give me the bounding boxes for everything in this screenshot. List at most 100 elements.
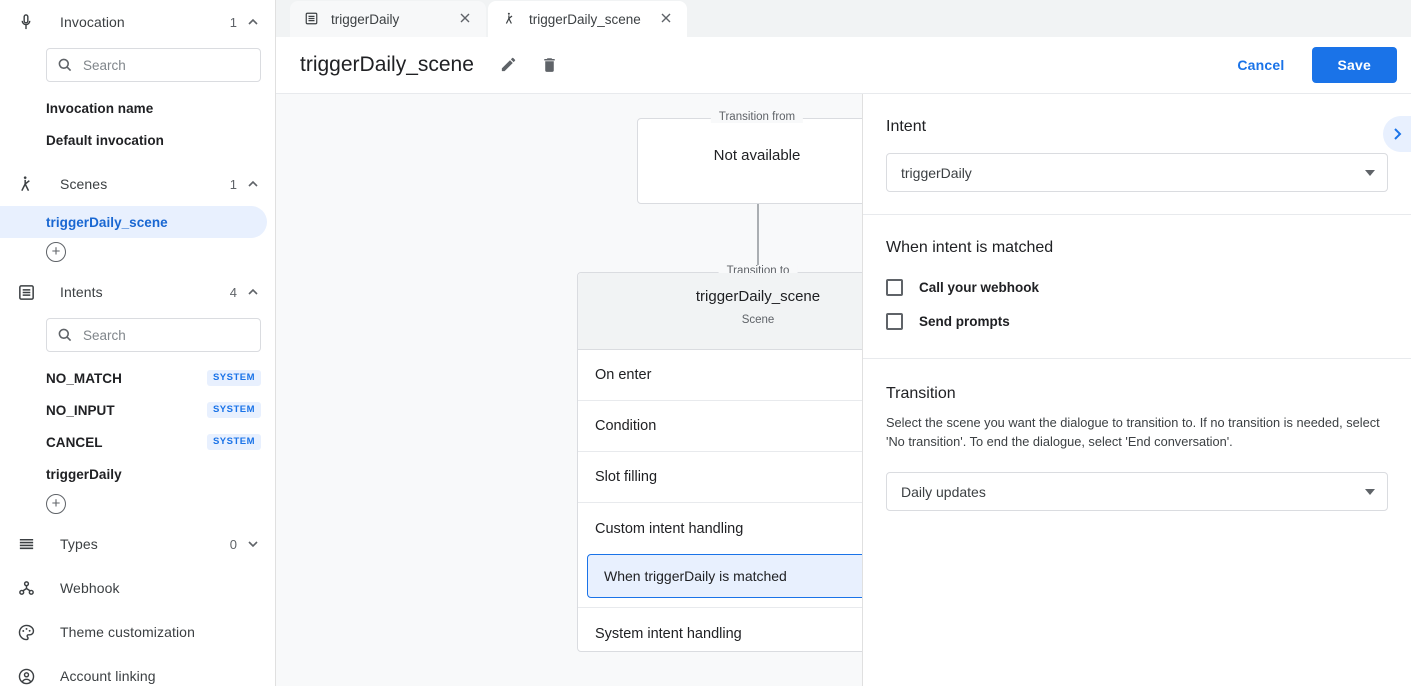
status-badge: SYSTEM [206, 370, 261, 386]
sidebar-item-label: NO_INPUT [46, 402, 115, 418]
intents-search-input[interactable] [83, 327, 260, 343]
sidebar-section-types[interactable]: Types 0 [0, 522, 275, 566]
transition-from-legend: Transition from [710, 111, 804, 123]
scene-row-label: Slot filling [595, 469, 658, 485]
sidebar-section-invocation[interactable]: Invocation 1 [0, 0, 275, 44]
scene-row-condition[interactable]: Condition [578, 401, 862, 452]
sidebar-section-label: Intents [60, 284, 103, 300]
palette-icon [14, 620, 38, 644]
scenes-icon [14, 172, 38, 196]
status-badge: SYSTEM [206, 402, 261, 418]
scene-row-system-intent-handling[interactable]: System intent handling [578, 608, 862, 659]
sidebar-section-count: 1 [229, 14, 237, 30]
sidebar-item-triggerdaily-scene[interactable]: triggerDaily_scene [0, 206, 267, 238]
tab-bar: triggerDaily triggerDaily_scene [276, 0, 1411, 37]
sidebar-item-cancel[interactable]: CANCEL SYSTEM [0, 426, 275, 458]
scene-row-label: System intent handling [595, 625, 742, 642]
sidebar-section-count: 4 [229, 284, 237, 300]
add-scene-row: + [0, 238, 275, 270]
scene-row-label: Custom intent handling [595, 520, 744, 537]
sidebar-section-label: Types [60, 536, 98, 552]
sidebar-item-account-linking[interactable]: Account linking [0, 654, 275, 686]
tab-triggerdaily-scene[interactable]: triggerDaily_scene [488, 1, 687, 37]
transition-select-value: Daily updates [901, 483, 986, 500]
sidebar-section-count: 0 [229, 536, 237, 552]
chevron-down-icon[interactable] [247, 538, 259, 550]
types-icon [14, 532, 38, 556]
chevron-up-icon[interactable] [247, 178, 259, 190]
cancel-button[interactable]: Cancel [1224, 48, 1297, 82]
checkbox-call-your-webhook[interactable] [886, 279, 903, 296]
sidebar-item-label: NO_MATCH [46, 370, 122, 386]
scene-node[interactable]: Transition to triggerDaily_scene Scene O… [577, 265, 862, 652]
scene-canvas[interactable]: Transition from Not available Transition… [276, 94, 862, 686]
checkbox-send-prompts[interactable] [886, 313, 903, 330]
invocation-search-input[interactable] [83, 57, 260, 73]
sidebar-item-label: CANCEL [46, 434, 103, 450]
intent-select-value: triggerDaily [901, 164, 972, 181]
intent-handler-chip[interactable]: When triggerDaily is matched [587, 554, 862, 598]
page-header: triggerDaily_scene Cancel Save [276, 37, 1411, 94]
chevron-right-icon[interactable] [1383, 116, 1411, 152]
sidebar-section-intents[interactable]: Intents 4 [0, 270, 275, 314]
sidebar-item-invocation-name[interactable]: Invocation name [0, 92, 275, 124]
pencil-icon[interactable] [499, 55, 519, 75]
sidebar-item-label: Default invocation [46, 132, 164, 148]
tab-label: triggerDaily [331, 11, 400, 27]
sidebar-item-webhook[interactable]: Webhook [0, 566, 275, 610]
sidebar-item-no-match[interactable]: NO_MATCH SYSTEM [0, 362, 275, 394]
sidebar-section-label: Scenes [60, 176, 108, 192]
transition-from-node[interactable]: Transition from Not available [637, 111, 862, 204]
invocation-search-wrap [0, 44, 275, 92]
intents-search-box[interactable] [46, 318, 261, 352]
chevron-up-icon[interactable] [247, 16, 259, 28]
webhook-icon [14, 576, 38, 600]
page-title: triggerDaily_scene [300, 53, 474, 76]
scene-row-slot-filling[interactable]: Slot filling [578, 452, 862, 503]
transition-select[interactable]: Daily updates [886, 472, 1388, 512]
trash-icon[interactable] [540, 55, 560, 75]
sidebar-section-count: 1 [229, 176, 237, 192]
checkbox-row-call-your-webhook[interactable]: Call your webhook [886, 279, 1388, 296]
sidebar-item-theme-customization[interactable]: Theme customization [0, 610, 275, 654]
sidebar-item-label: Account linking [60, 668, 156, 684]
invocation-search-box[interactable] [46, 48, 261, 82]
scene-row-custom-intent-handling[interactable]: Custom intent handling [578, 503, 862, 554]
body-row: Transition from Not available Transition… [276, 94, 1411, 686]
sidebar-item-no-input[interactable]: NO_INPUT SYSTEM [0, 394, 275, 426]
scene-row-label: On enter [595, 367, 652, 383]
sidebar-section-scenes[interactable]: Scenes 1 [0, 162, 275, 206]
status-badge: SYSTEM [206, 434, 261, 450]
checkbox-label: Send prompts [919, 314, 1010, 329]
scene-row-on-enter[interactable]: On enter [578, 350, 862, 401]
add-intent-button[interactable]: + [46, 494, 66, 514]
checkbox-row-send-prompts[interactable]: Send prompts [886, 313, 1388, 330]
tab-triggerdaily[interactable]: triggerDaily [290, 1, 486, 37]
sidebar-item-default-invocation[interactable]: Default invocation [0, 124, 275, 156]
sidebar-item-triggerdaily[interactable]: triggerDaily [0, 458, 275, 490]
transition-description: Select the scene you want the dialogue t… [886, 415, 1380, 449]
intent-select[interactable]: triggerDaily [886, 153, 1388, 192]
add-intent-row: + [0, 490, 275, 522]
account-icon [14, 664, 38, 686]
main-area: triggerDaily triggerDaily_scene [276, 0, 1411, 686]
search-icon [57, 327, 73, 343]
sidebar-item-label: Invocation name [46, 100, 154, 116]
close-icon[interactable] [458, 11, 474, 27]
scene-node-header: triggerDaily_scene Scene [578, 273, 862, 350]
save-button[interactable]: Save [1311, 47, 1397, 83]
sidebar-item-label: triggerDaily [46, 466, 122, 482]
custom-intent-handler-wrap: When triggerDaily is matched [578, 554, 862, 608]
chevron-down-icon [1365, 169, 1375, 176]
intents-icon [14, 280, 38, 304]
sidebar-item-label: Theme customization [60, 624, 195, 640]
intents-icon [304, 11, 320, 27]
close-icon[interactable] [659, 11, 675, 27]
chevron-up-icon[interactable] [247, 286, 259, 298]
add-scene-button[interactable]: + [46, 242, 66, 262]
left-sidebar: Invocation 1 Invocation name Default inv… [0, 0, 276, 686]
properties-panel: Intent triggerDaily When intent is match… [862, 94, 1411, 686]
search-icon [57, 57, 73, 73]
when-intent-matched-section: When intent is matched Call your webhook… [863, 215, 1411, 359]
